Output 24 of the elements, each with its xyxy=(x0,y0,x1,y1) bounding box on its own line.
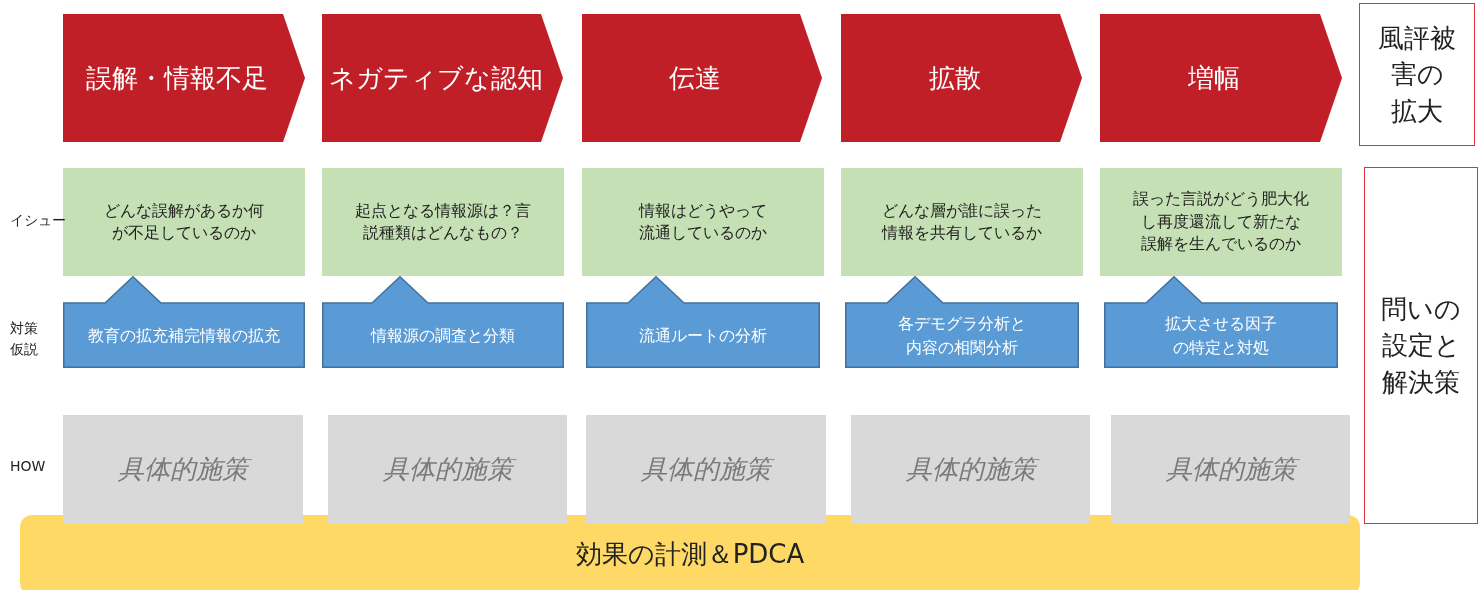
row-label: HOW xyxy=(10,458,46,474)
measure-box: 具体的施策 xyxy=(328,415,567,524)
issue-box: 誤った言説がどう肥大化し再度還流して新たな誤解を生んでいるのか xyxy=(1100,168,1342,276)
measure-box: 具体的施策 xyxy=(851,415,1090,524)
measure-box: 具体的施策 xyxy=(63,415,303,524)
step-banner: ネガティブな認知 xyxy=(322,14,563,142)
issue-box: 情報はどうやって流通しているのか xyxy=(582,168,824,276)
summary-box: 風評被害の拡大 xyxy=(1359,3,1475,146)
step-banner: 増幅 xyxy=(1100,14,1342,142)
measure-box: 具体的施策 xyxy=(586,415,826,524)
issue-box: 起点となる情報源は？言説種類はどんなもの？ xyxy=(322,168,564,276)
summary-box: 問いの設定と解決策 xyxy=(1364,167,1478,524)
step-banner: 伝達 xyxy=(582,14,822,142)
row-label: 対策仮説 xyxy=(10,319,39,359)
row-label: イシュー xyxy=(10,212,66,230)
callout-box: 情報源の調査と分類 xyxy=(322,276,564,368)
callout-box: 各デモグラ分析と内容の相関分析 xyxy=(845,276,1079,368)
callout-box: 教育の拡充補完情報の拡充 xyxy=(63,276,305,368)
callout-box: 流通ルートの分析 xyxy=(586,276,820,368)
step-banner: 誤解・情報不足 xyxy=(63,14,305,142)
issue-box: どんな層が誰に誤った情報を共有しているか xyxy=(841,168,1083,276)
callout-box: 拡大させる因子の特定と対処 xyxy=(1104,276,1338,368)
step-banner: 拡散 xyxy=(841,14,1082,142)
measure-box: 具体的施策 xyxy=(1111,415,1350,524)
